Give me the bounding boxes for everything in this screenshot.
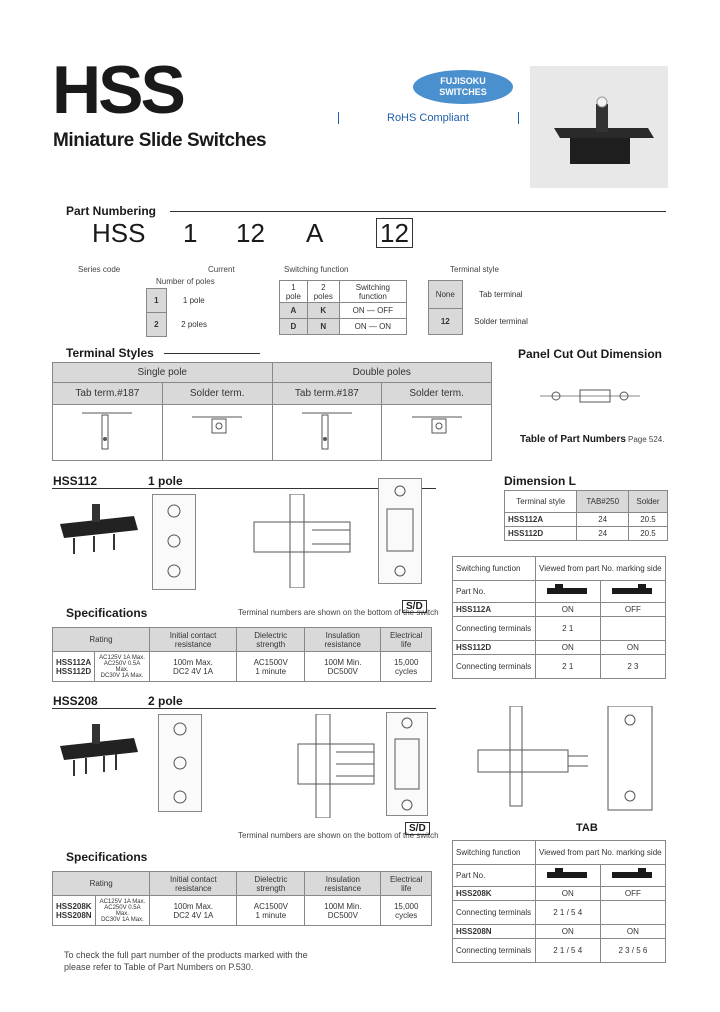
footer-line-2: please refer to Table of Part Numbers on… — [64, 962, 254, 972]
code-function: A — [306, 218, 324, 248]
footer-line-1: To check the full part number of the pro… — [64, 950, 308, 960]
hss112-photo — [54, 494, 144, 569]
rohs-label: RoHS Compliant — [387, 112, 469, 124]
hss112-bottom-view — [378, 478, 422, 584]
hss208-photo — [54, 712, 144, 787]
hss112-top-view — [152, 494, 196, 590]
hss208-terminal-note: Terminal numbers are shown on the bottom… — [238, 831, 439, 840]
page-subtitle: Miniature Slide Switches — [53, 130, 267, 151]
label-poles: Number of poles — [156, 277, 215, 286]
parts-table-page: Page 524. — [628, 435, 665, 444]
part-numbering-heading: Part Numbering — [66, 204, 157, 218]
hss112-sd-tag: S/D — [402, 600, 427, 613]
hss208-bottom-view — [386, 712, 428, 816]
hss208-tab-tag: TAB — [576, 822, 598, 834]
hss112-side-view — [252, 493, 352, 589]
hss208-poles: 2 pole — [148, 694, 183, 708]
label-function: Switching function — [284, 265, 349, 274]
label-current: Current — [208, 265, 235, 274]
terminal-styles-heading: Terminal Styles — [66, 346, 154, 360]
label-terminal: Terminal style — [450, 265, 499, 274]
dimension-l-heading: Dimension L — [504, 474, 577, 488]
hss208-top-view — [158, 714, 202, 812]
spec2-heading: Specifications — [66, 850, 148, 864]
product-photo — [530, 66, 668, 188]
hss208-sd-tag: S/D — [405, 822, 430, 835]
hss208-tab-view — [468, 705, 668, 825]
hss112-title: HSS112 — [53, 474, 98, 488]
divider — [518, 112, 519, 124]
divider — [338, 112, 339, 124]
divider — [52, 488, 436, 489]
panel-cutout-diagram — [540, 374, 640, 429]
hss112-terminal-note: Terminal numbers are shown on the bottom… — [238, 608, 439, 617]
hss208-title: HSS208 — [53, 694, 98, 708]
divider — [164, 353, 260, 354]
code-poles: 1 — [183, 218, 198, 248]
hss208-side-view — [296, 713, 376, 823]
spec1-heading: Specifications — [66, 606, 148, 620]
code-series: HSS — [92, 218, 146, 248]
page-title: HSS — [52, 52, 186, 128]
label-series: Series code — [78, 265, 121, 274]
code-terminal: 12 — [376, 218, 413, 248]
panel-cutout-heading: Panel Cut Out Dimension — [518, 347, 663, 361]
hss112-poles: 1 pole — [148, 474, 183, 488]
divider — [170, 211, 666, 212]
divider — [52, 708, 436, 709]
parts-table-ref: Table of Part Numbers — [520, 434, 626, 445]
code-current: 12 — [236, 218, 265, 248]
